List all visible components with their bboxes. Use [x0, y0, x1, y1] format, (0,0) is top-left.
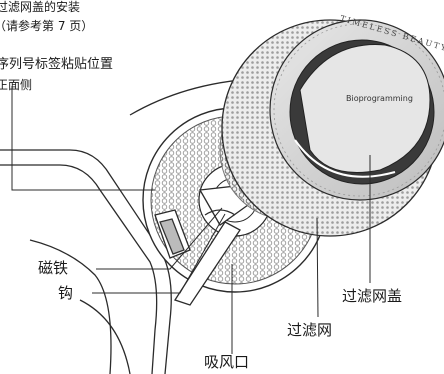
- label-magnet: 磁铁: [38, 259, 69, 277]
- filter-cover: [221, 19, 444, 237]
- note-serial-label: 序列号标签粘贴位置: [0, 57, 114, 72]
- note-see-page: （请参考第 7 页）: [0, 19, 94, 33]
- label-hook: 钩: [58, 284, 74, 302]
- label-air-inlet: 吸风口: [204, 353, 250, 371]
- label-filter: 过滤网: [287, 321, 333, 339]
- model-text: Bioprogramming: [346, 94, 413, 103]
- leader-lines: [11, 86, 371, 354]
- note-filter-cover-install: 过滤网盖的安装: [0, 0, 81, 14]
- label-filter-cover: 过滤网盖: [342, 287, 403, 305]
- note-front-side: 正面侧: [0, 78, 33, 92]
